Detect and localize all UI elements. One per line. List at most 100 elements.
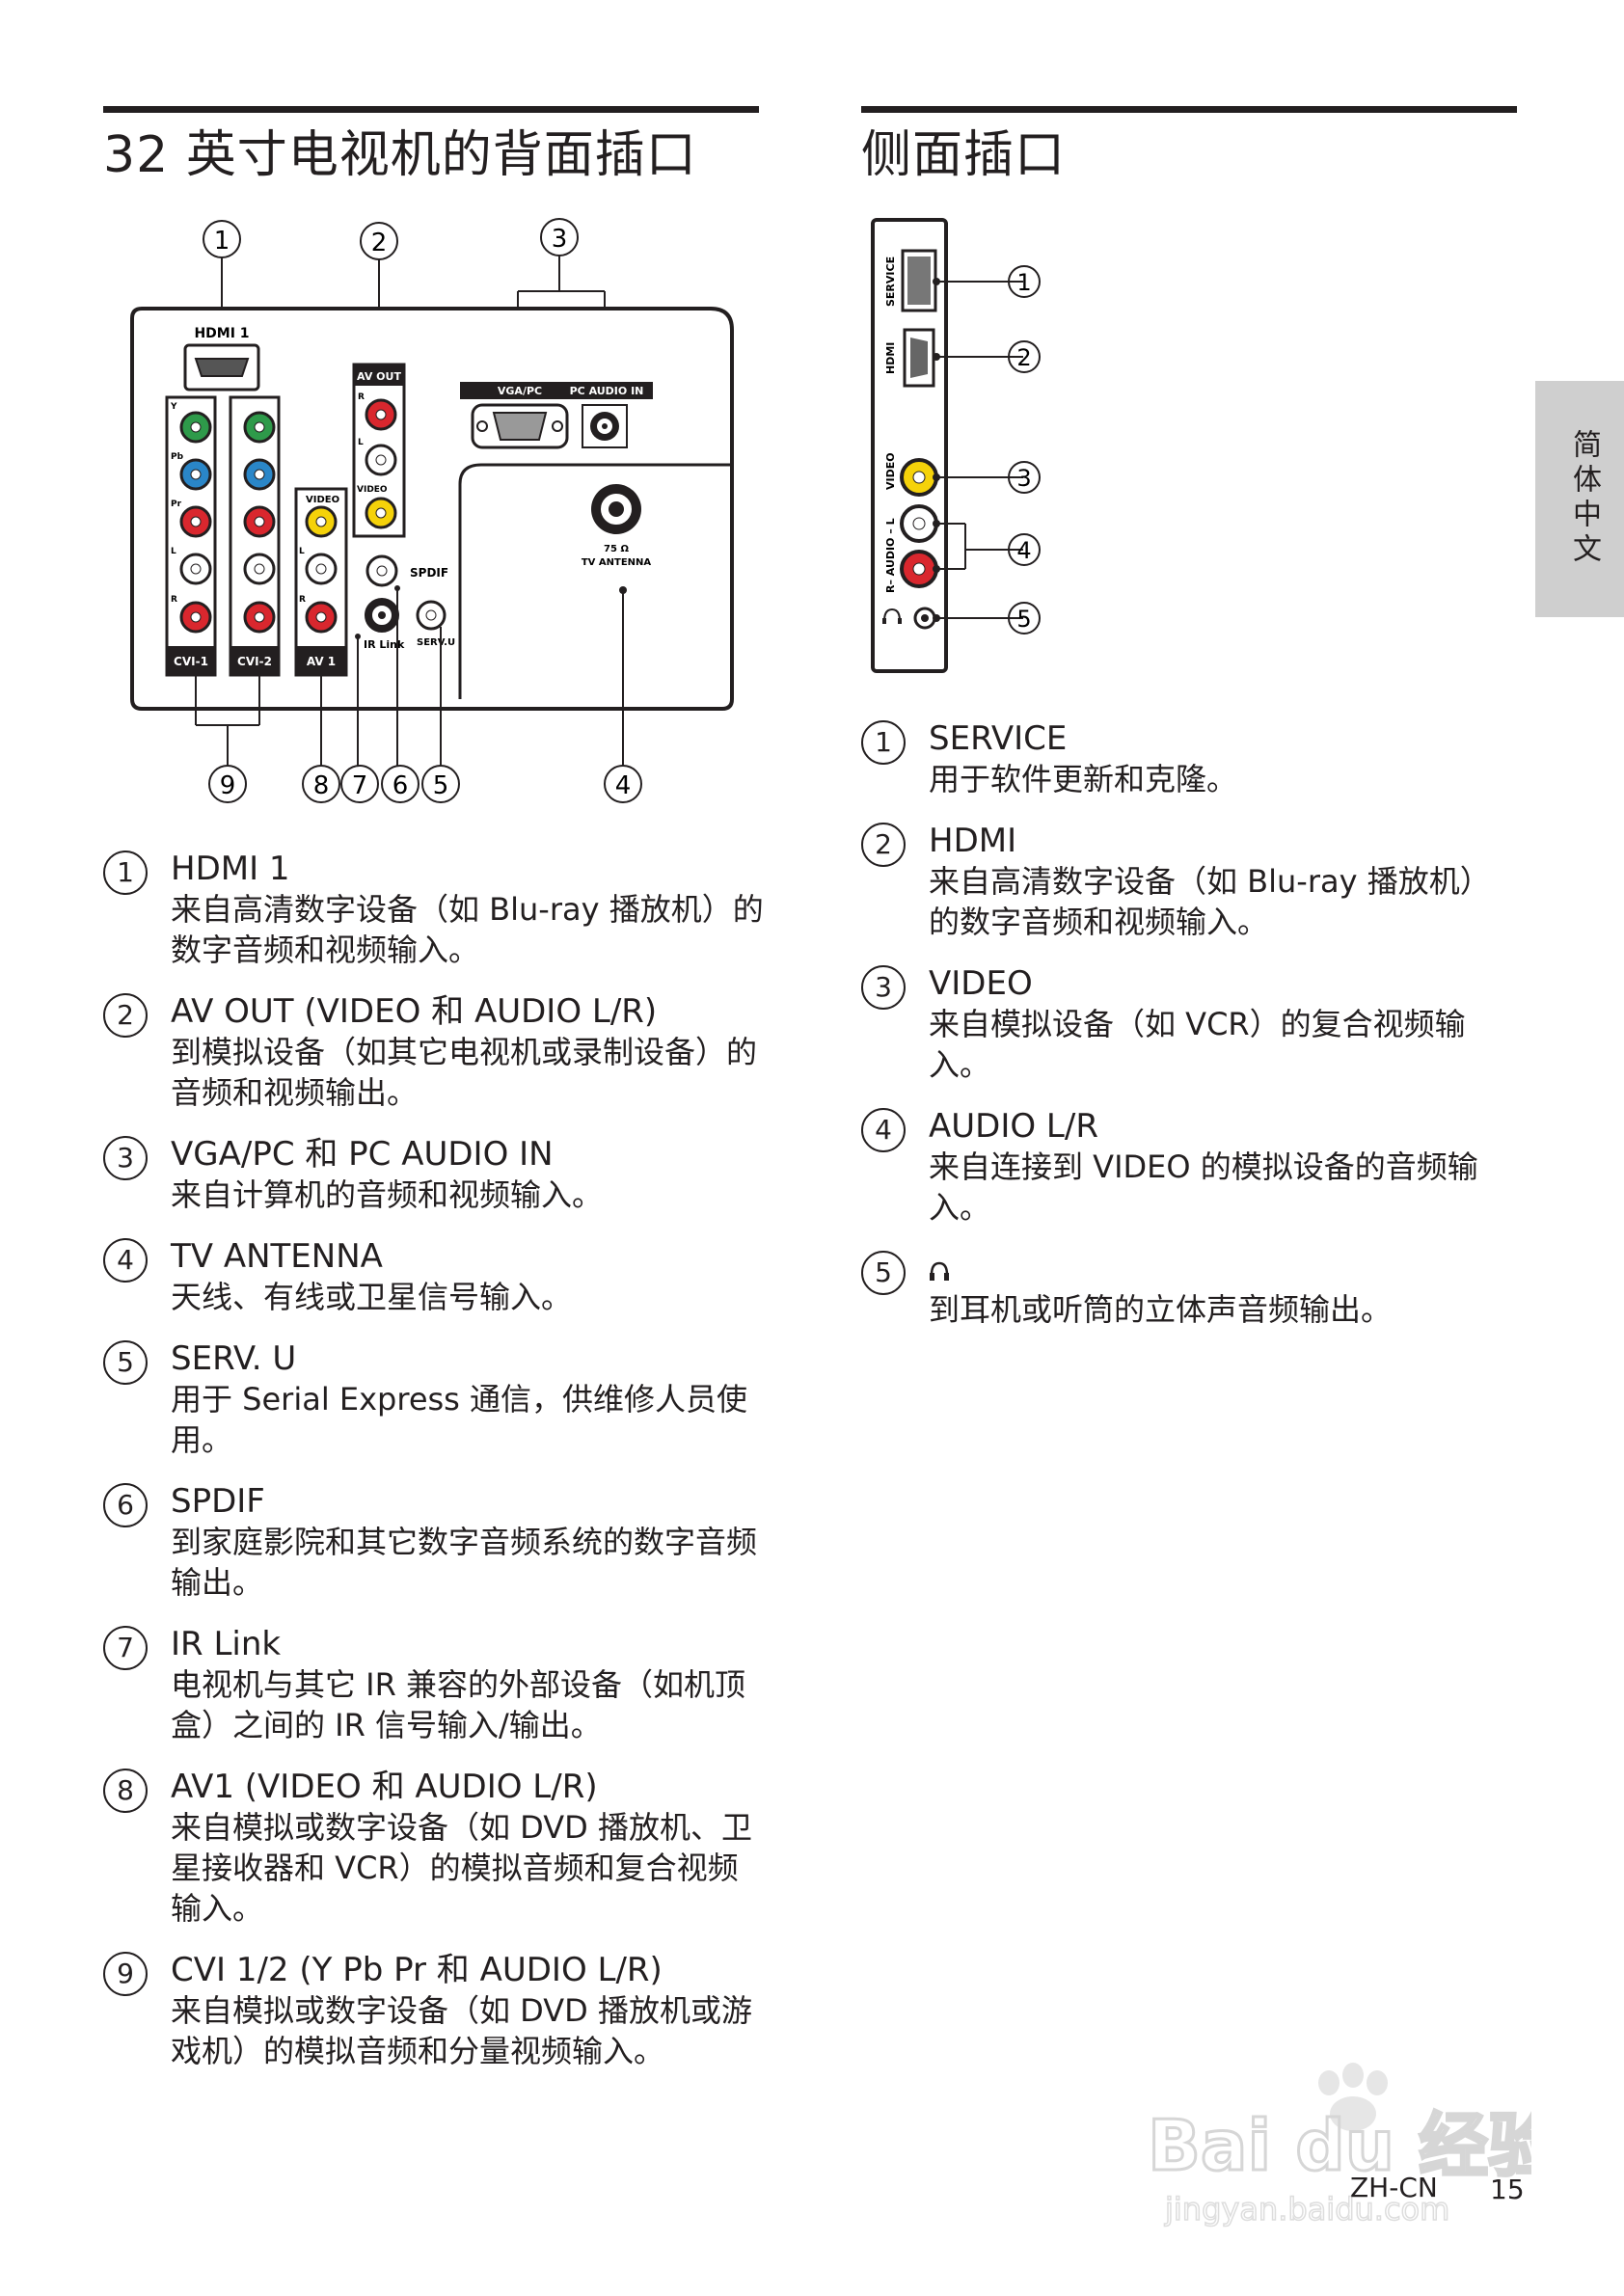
item-title: HDMI 1 — [171, 850, 290, 888]
svg-text:1: 1 — [1016, 269, 1031, 296]
svg-text:4: 4 — [615, 771, 632, 800]
item-number: 9 — [103, 1952, 148, 1996]
language-tab: 简体中文 — [1535, 381, 1624, 617]
svg-text:AV 1: AV 1 — [307, 655, 336, 668]
callout-7: 7 — [340, 765, 379, 803]
item-title: SERVICE — [929, 719, 1068, 758]
svg-text:Y: Y — [170, 402, 177, 412]
item-description: 来自模拟或数字设备（如 DVD 播放机、卫星接收器和 VCR）的模拟音频和复合视… — [171, 1809, 752, 1927]
svg-text:CVI-1: CVI-1 — [174, 655, 208, 668]
svg-text:2: 2 — [1016, 344, 1031, 371]
svg-text:7: 7 — [352, 771, 368, 800]
callout-8: 8 — [302, 765, 340, 803]
footer-language-code: ZH-CN — [1350, 2172, 1438, 2203]
svg-text:PC AUDIO IN: PC AUDIO IN — [570, 385, 644, 397]
list-item: 3 VIDEO 来自模拟设备（如 VCR）的复合视频输入。 — [861, 963, 1517, 1085]
list-item: 3 VGA/PC 和 PC AUDIO IN 来自计算机的音频和视频输入。 — [103, 1134, 769, 1215]
baidu-watermark: Bai du 经验 jingyan.baidu.com — [1146, 2054, 1559, 2228]
svg-text:2: 2 — [371, 229, 388, 257]
list-item: 5 到耳机或听筒的立体声音频输出。 — [861, 1249, 1517, 1330]
item-title — [929, 1249, 1517, 1289]
svg-text:1: 1 — [214, 227, 230, 256]
item-description: 用于软件更新和克隆。 — [929, 761, 1238, 797]
svg-text:9: 9 — [220, 771, 236, 800]
paw-icon — [1318, 2063, 1388, 2131]
item-description: 到家庭影院和其它数字音频系统的数字音频输出。 — [171, 1524, 758, 1601]
svg-text:3: 3 — [1016, 465, 1031, 492]
list-item: 9 CVI 1/2 (Y Pb Pr 和 AUDIO L/R) 来自模拟或数字设… — [103, 1950, 769, 2071]
item-number: 2 — [103, 993, 148, 1038]
item-description: 到耳机或听筒的立体声音频输出。 — [929, 1291, 1393, 1328]
svg-text:SERVICE: SERVICE — [884, 257, 897, 307]
item-number: 3 — [861, 965, 906, 1010]
item-title: VGA/PC 和 PC AUDIO IN — [171, 1135, 554, 1174]
item-title: AV OUT (VIDEO 和 AUDIO L/R) — [171, 992, 658, 1031]
item-number: 4 — [103, 1238, 148, 1283]
left-section-title: 32 英寸电视机的背面插口 — [103, 126, 697, 184]
right-section-title: 侧面插口 — [861, 126, 1067, 184]
item-description: 来自模拟或数字设备（如 DVD 播放机或游戏机）的模拟音频和分量视频输入。 — [171, 1992, 752, 2069]
left-section: 32 英寸电视机的背面插口 — [103, 106, 759, 180]
svg-text:4: 4 — [1016, 537, 1031, 564]
list-item: 4 TV ANTENNA 天线、有线或卫星信号输入。 — [103, 1236, 769, 1317]
item-number: 4 — [861, 1108, 906, 1152]
svg-text:3: 3 — [552, 225, 568, 254]
item-description: 来自高清数字设备（如 Blu-ray 播放机）的数字音频和视频输入。 — [929, 863, 1491, 940]
side-connector-list: 1 SERVICE 用于软件更新和克隆。 2 HDMI 来自高清数字设备（如 B… — [861, 718, 1517, 1351]
watermark-brand: Bai du 经验 — [1148, 2105, 1531, 2186]
side-callout-1: 1 — [1008, 265, 1041, 298]
right-section: 侧面插口 — [861, 106, 1517, 180]
item-title: VIDEO — [929, 964, 1033, 1003]
svg-text:R: R — [171, 595, 177, 605]
headphone-icon — [882, 608, 902, 624]
svg-text:8: 8 — [313, 771, 330, 800]
headphone-icon — [930, 1261, 949, 1281]
svg-text:SPDIF: SPDIF — [410, 566, 448, 580]
item-number: 1 — [861, 720, 906, 765]
svg-text:VIDEO: VIDEO — [306, 495, 339, 505]
list-item: 4 AUDIO L/R 来自连接到 VIDEO 的模拟设备的音频输入。 — [861, 1106, 1517, 1228]
item-description: 来自高清数字设备（如 Blu-ray 播放机）的数字音频和视频输入。 — [171, 891, 764, 968]
item-description: 来自连接到 VIDEO 的模拟设备的音频输入。 — [929, 1148, 1478, 1226]
svg-text:75 Ω: 75 Ω — [604, 544, 629, 554]
svg-text:HDMI: HDMI — [884, 342, 897, 374]
side-callout-3: 3 — [1008, 461, 1041, 494]
right-section-rule — [861, 106, 1517, 113]
svg-text:L: L — [358, 438, 364, 447]
svg-text:Pr: Pr — [171, 500, 182, 509]
svg-text:6: 6 — [392, 771, 409, 800]
side-callout-2: 2 — [1008, 340, 1041, 373]
list-item: 2 HDMI 来自高清数字设备（如 Blu-ray 播放机）的数字音频和视频输入… — [861, 821, 1517, 942]
svg-text:AV OUT: AV OUT — [357, 370, 401, 383]
list-item: 2 AV OUT (VIDEO 和 AUDIO L/R) 到模拟设备（如其它电视… — [103, 991, 769, 1113]
item-description: 来自计算机的音频和视频输入。 — [171, 1176, 604, 1213]
svg-text:VIDEO: VIDEO — [884, 452, 897, 490]
svg-text:VIDEO: VIDEO — [357, 485, 388, 495]
svg-text:R– AUDIO – L: R– AUDIO – L — [884, 518, 897, 593]
av1-jacks — [305, 505, 338, 634]
list-item: 6 SPDIF 到家庭影院和其它数字音频系统的数字音频输出。 — [103, 1481, 769, 1603]
language-tab-label: 简体中文 — [1567, 429, 1601, 568]
svg-text:L: L — [299, 547, 305, 556]
item-number: 3 — [103, 1136, 148, 1180]
item-title: IR Link — [171, 1625, 282, 1663]
svg-text:R: R — [358, 392, 365, 402]
left-section-rule — [103, 106, 759, 113]
item-title: AV1 (VIDEO 和 AUDIO L/R) — [171, 1768, 598, 1806]
item-number: 1 — [103, 851, 148, 895]
svg-text:IR Link: IR Link — [364, 638, 405, 651]
list-item: 7 IR Link 电视机与其它 IR 兼容的外部设备（如机顶盒）之间的 IR … — [103, 1624, 769, 1745]
item-title: CVI 1/2 (Y Pb Pr 和 AUDIO L/R) — [171, 1951, 663, 1989]
item-description: 用于 Serial Express 通信，供维修人员使用。 — [171, 1381, 748, 1458]
item-description: 电视机与其它 IR 兼容的外部设备（如机顶盒）之间的 IR 信号输入/输出。 — [171, 1666, 746, 1743]
watermark-url: jingyan.baidu.com — [1164, 2191, 1449, 2228]
item-number: 7 — [103, 1626, 148, 1670]
side-connectors-diagram: SERVICE HDMI VIDEO R– AUDIO – L 1 2 3 4 — [861, 212, 1102, 675]
callout-5: 5 — [421, 765, 460, 803]
side-callout-4: 4 — [1008, 533, 1041, 566]
svg-text:SERV.U: SERV.U — [417, 637, 455, 648]
item-title: HDMI — [929, 822, 1017, 860]
svg-text:5: 5 — [1016, 606, 1031, 633]
callout-4: 4 — [604, 765, 642, 803]
cvi2-jacks — [243, 411, 276, 634]
